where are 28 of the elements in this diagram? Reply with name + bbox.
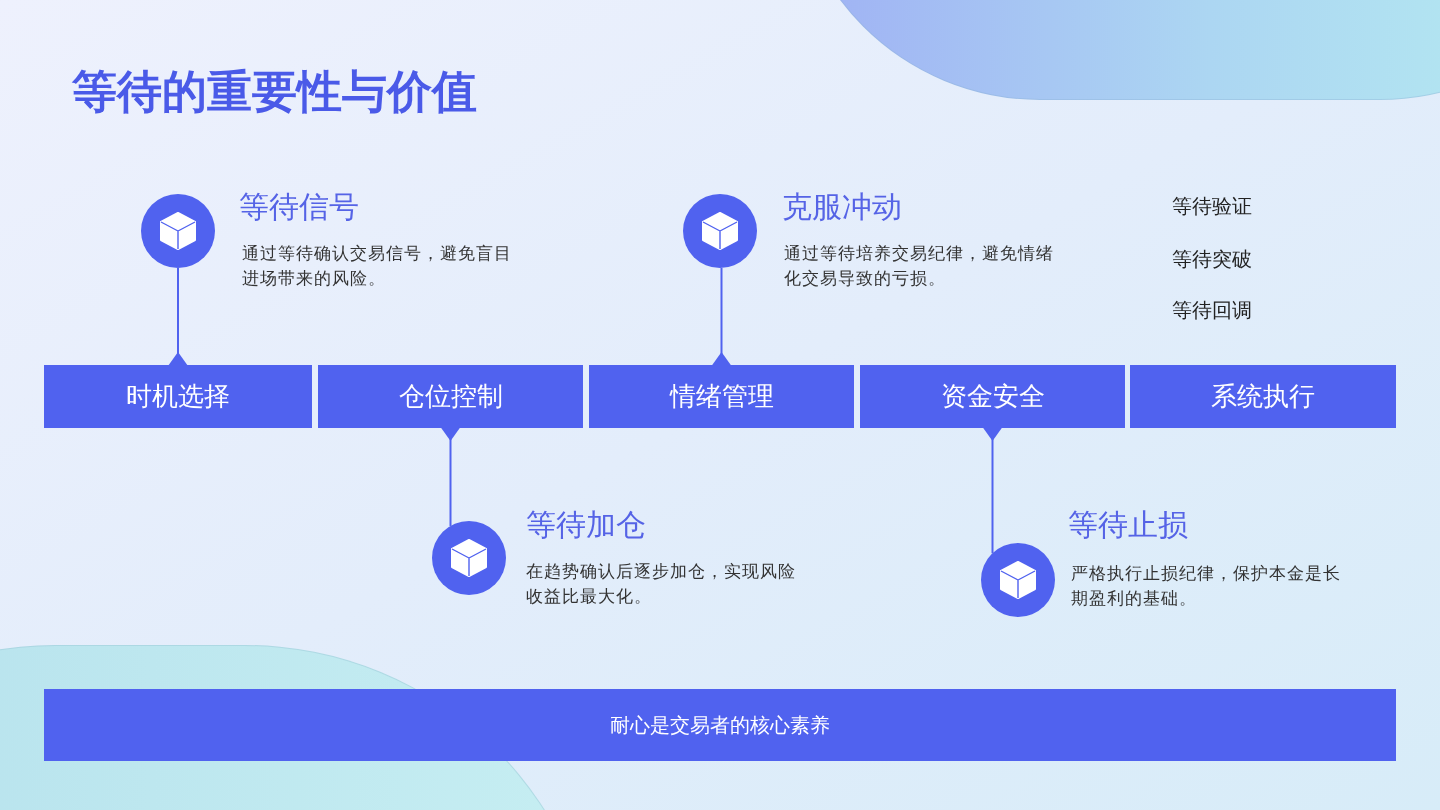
callout-heading: 克服冲动 bbox=[782, 189, 903, 225]
banner-bar bbox=[44, 689, 1396, 761]
connector-line bbox=[711, 266, 732, 366]
bar-label: 资金安全 bbox=[940, 380, 1045, 413]
connector-line bbox=[440, 427, 461, 527]
bar-label: 情绪管理 bbox=[669, 380, 774, 413]
callout-heading: 等待信号 bbox=[239, 189, 360, 225]
callout-text: 在趋势确认后逐步加仓，实现风险收益比最大化。 bbox=[526, 561, 797, 608]
category-bar bbox=[1130, 365, 1396, 428]
category-bar bbox=[318, 365, 583, 428]
callout-text: 通过等待培养交易纪律，避免情绪化交易导致的亏损。 bbox=[784, 243, 1055, 290]
bar-label: 仓位控制 bbox=[398, 380, 503, 413]
slide-title: 等待的重要性与价值 bbox=[72, 65, 477, 119]
list-item-text: 等待回调 bbox=[1172, 298, 1252, 323]
category-bar bbox=[860, 365, 1125, 428]
callout-text: 通过等待确认交易信号，避免盲目进场带来的风险。 bbox=[242, 243, 513, 290]
callout-text: 严格执行止损纪律，保护本金是长期盈利的基础。 bbox=[1071, 563, 1342, 610]
callout-heading: 等待加仓 bbox=[526, 507, 647, 543]
list-item-text: 等待突破 bbox=[1172, 247, 1252, 272]
banner-text: 耐心是交易者的核心素养 bbox=[610, 712, 830, 738]
bar-label: 时机选择 bbox=[126, 380, 230, 413]
list-item-text: 等待验证 bbox=[1172, 194, 1252, 219]
connector-line bbox=[168, 267, 188, 366]
callout-heading: 等待止损 bbox=[1068, 507, 1189, 543]
bar-label: 系统执行 bbox=[1211, 380, 1315, 413]
category-bar bbox=[589, 365, 854, 428]
category-bar bbox=[44, 365, 312, 428]
connector-line bbox=[982, 427, 1003, 555]
